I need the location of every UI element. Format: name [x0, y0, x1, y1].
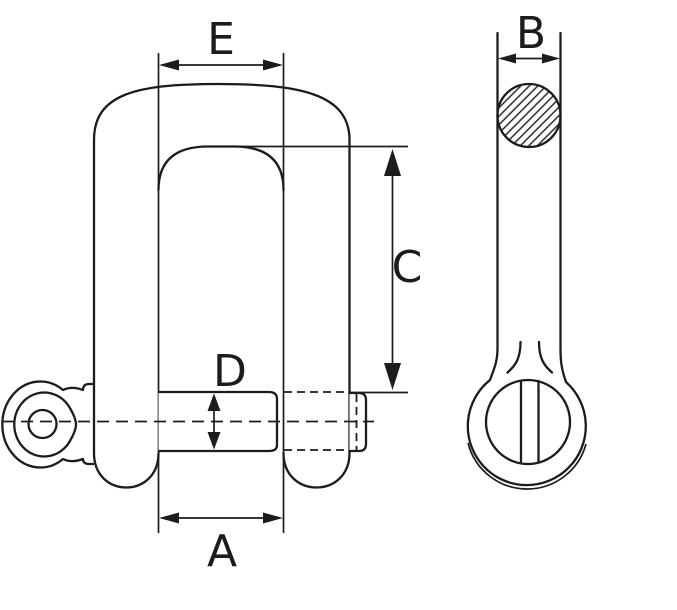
- dim-label-b: B: [516, 8, 546, 59]
- dimension-b: B: [498, 8, 560, 64]
- side-boss-neck-left: [506, 340, 522, 374]
- dim-c-arrowhead-bottom: [384, 363, 401, 390]
- dim-label-c: C: [392, 242, 423, 293]
- dimension-d: D: [207, 346, 247, 450]
- front-view: [1, 53, 374, 533]
- pin-eye-hole: [27, 408, 58, 440]
- dimension-a: A: [159, 512, 283, 577]
- dim-d-arrowhead-bottom: [207, 432, 221, 450]
- side-eye-hole: [484, 378, 572, 466]
- dim-e-arrowhead-left: [159, 59, 179, 71]
- dim-a-arrowhead-right: [263, 512, 283, 524]
- dim-c-arrowhead-top: [384, 149, 401, 176]
- body-outline: [92, 82, 351, 455]
- side-eye-edge-shadow: [467, 442, 587, 490]
- dim-d-arrowhead-top: [207, 393, 221, 411]
- pin-eye-ring: [13, 391, 78, 458]
- bar-cross-section-hatched: [496, 82, 562, 149]
- dimension-c: C: [230, 145, 423, 394]
- dim-b-arrowhead-left: [498, 53, 516, 64]
- dim-e-arrowhead-right: [263, 59, 283, 71]
- side-boss-neck-right: [537, 340, 554, 374]
- side-view: [466, 31, 587, 490]
- dimension-e: E: [159, 14, 283, 71]
- pin-eye-outline: [1, 380, 94, 469]
- dim-label-e: E: [207, 14, 235, 65]
- dim-a-arrowhead-left: [159, 512, 179, 524]
- body-right-foot: [282, 451, 351, 489]
- dim-label-a: A: [207, 526, 237, 577]
- body-left-foot: [92, 451, 160, 489]
- dim-b-arrowhead-right: [542, 53, 560, 64]
- dim-label-d: D: [213, 346, 247, 397]
- body-inner-arch: [157, 145, 285, 192]
- side-body-outline: [466, 31, 587, 487]
